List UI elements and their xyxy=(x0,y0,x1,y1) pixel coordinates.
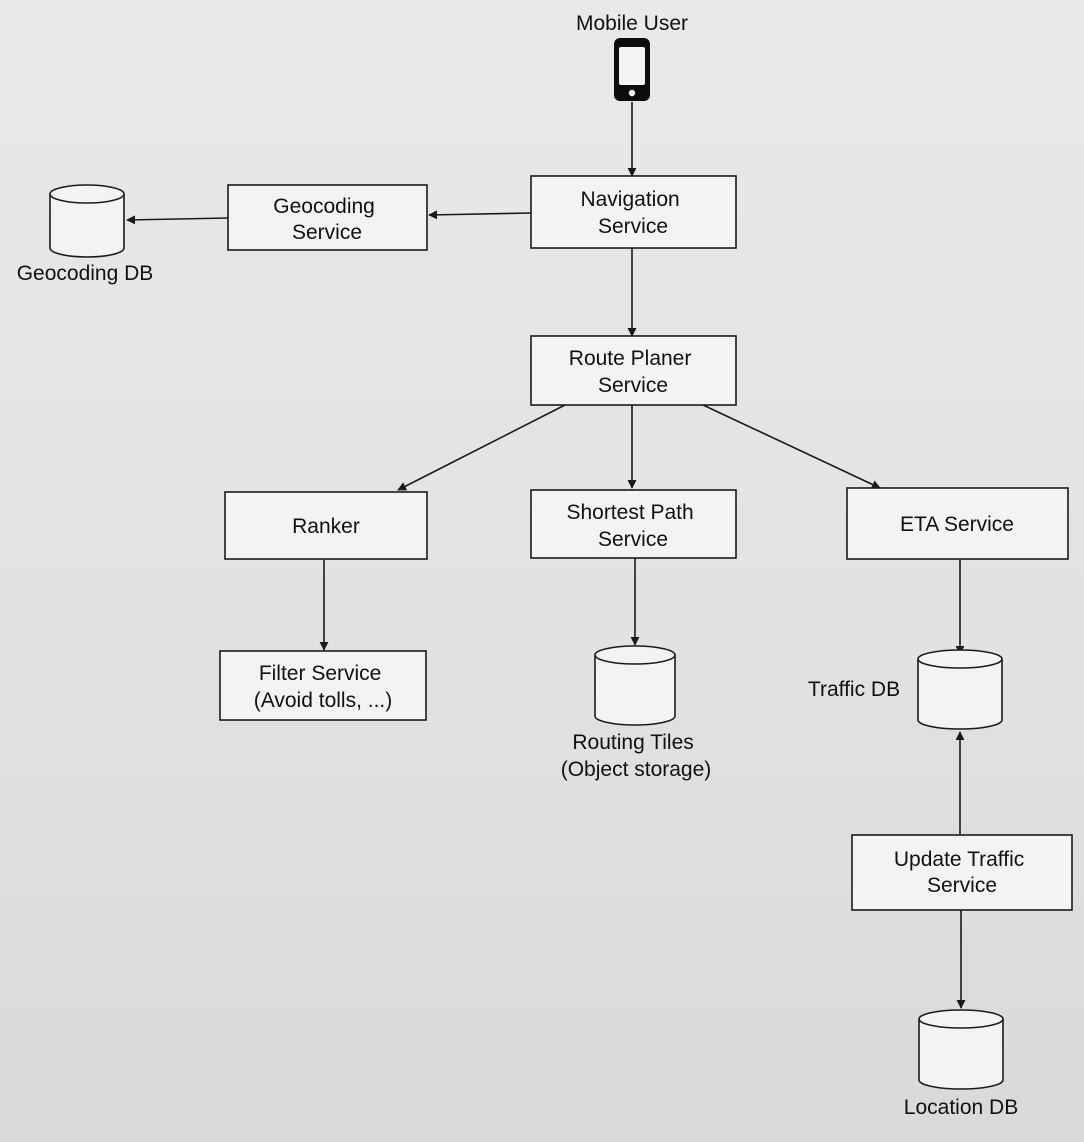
ranker-node: Ranker xyxy=(224,491,428,560)
edges xyxy=(126,102,966,1009)
eta-service-node: ETA Service xyxy=(846,487,1069,560)
eta-service-label: ETA Service xyxy=(900,513,1014,536)
traffic-db-label: Traffic DB xyxy=(808,678,900,701)
svg-text:Routing Tiles (Object st: Routing Tiles (Object storage) xyxy=(561,731,712,781)
ranker-label: Ranker xyxy=(292,515,360,538)
database-cylinder-icon xyxy=(49,184,125,258)
filter-service-node: Filter Service (Avoid tolls, ...) xyxy=(219,650,427,721)
svg-text:Filter Service (Avoid to: Filter Service (Avoid tolls, ...) xyxy=(254,662,393,712)
traffic-db-node: Traffic DB xyxy=(808,649,1003,730)
shortest-path-label-line2: Service xyxy=(598,528,668,551)
update-traffic-label-line1: Update Traffic xyxy=(894,848,1024,871)
geocoding-service-label-line2: Service xyxy=(292,221,362,244)
database-cylinder-icon xyxy=(918,1009,1004,1090)
route-planer-label-line2: Service xyxy=(598,374,668,397)
location-db-label: Location DB xyxy=(904,1096,1018,1119)
shortest-path-service-node: Shortest Path Service xyxy=(530,489,737,559)
route-planer-service-node: Route Planer Service xyxy=(530,335,737,406)
svg-text:Navigation Service: Navigation Service xyxy=(580,188,685,238)
location-db-node: Location DB xyxy=(904,1009,1018,1119)
navigation-service-label-line1: Navigation xyxy=(580,188,679,211)
mobile-user-label: Mobile User xyxy=(576,12,688,35)
svg-text:Update Traffic Service: Update Traffic Service xyxy=(894,848,1030,897)
svg-text:Route Planer Service: Route Planer Service xyxy=(569,347,697,397)
shortest-path-label-line1: Shortest Path xyxy=(566,501,693,524)
update-traffic-service-node: Update Traffic Service xyxy=(851,834,1073,911)
mobile-user-node: Mobile User xyxy=(576,12,688,101)
geocoding-service-node: Geocoding Service xyxy=(227,184,428,251)
navigation-service-label-line2: Service xyxy=(598,215,668,238)
routing-tiles-node: Routing Tiles (Object storage) xyxy=(561,645,712,781)
geocoding-db-node: Geocoding DB xyxy=(17,184,154,285)
filter-service-label-line2: (Avoid tolls, ...) xyxy=(254,689,393,712)
geocoding-db-label: Geocoding DB xyxy=(17,262,154,285)
routing-tiles-label-line1: Routing Tiles xyxy=(572,731,693,754)
database-cylinder-icon xyxy=(917,649,1003,730)
edge-geocoding-to-geocoding-db xyxy=(126,215,229,225)
database-cylinder-icon xyxy=(594,645,676,726)
mobile-phone-icon xyxy=(614,38,650,101)
svg-text:Geocoding Service: Geocoding Service xyxy=(273,195,380,244)
geocoding-service-label-line1: Geocoding xyxy=(273,195,375,218)
edge-route-planer-to-ranker xyxy=(397,404,566,491)
edge-route-planer-to-eta xyxy=(702,404,881,489)
routing-tiles-label-line2: (Object storage) xyxy=(561,758,712,781)
filter-service-label-line1: Filter Service xyxy=(259,662,382,685)
edge-navigation-to-geocoding xyxy=(428,210,532,220)
update-traffic-label-line2: Service xyxy=(927,874,997,897)
navigation-service-node: Navigation Service xyxy=(530,175,737,249)
svg-text:Shortest Path Service: Shortest Path Service xyxy=(566,501,699,551)
route-planer-label-line1: Route Planer xyxy=(569,347,692,370)
